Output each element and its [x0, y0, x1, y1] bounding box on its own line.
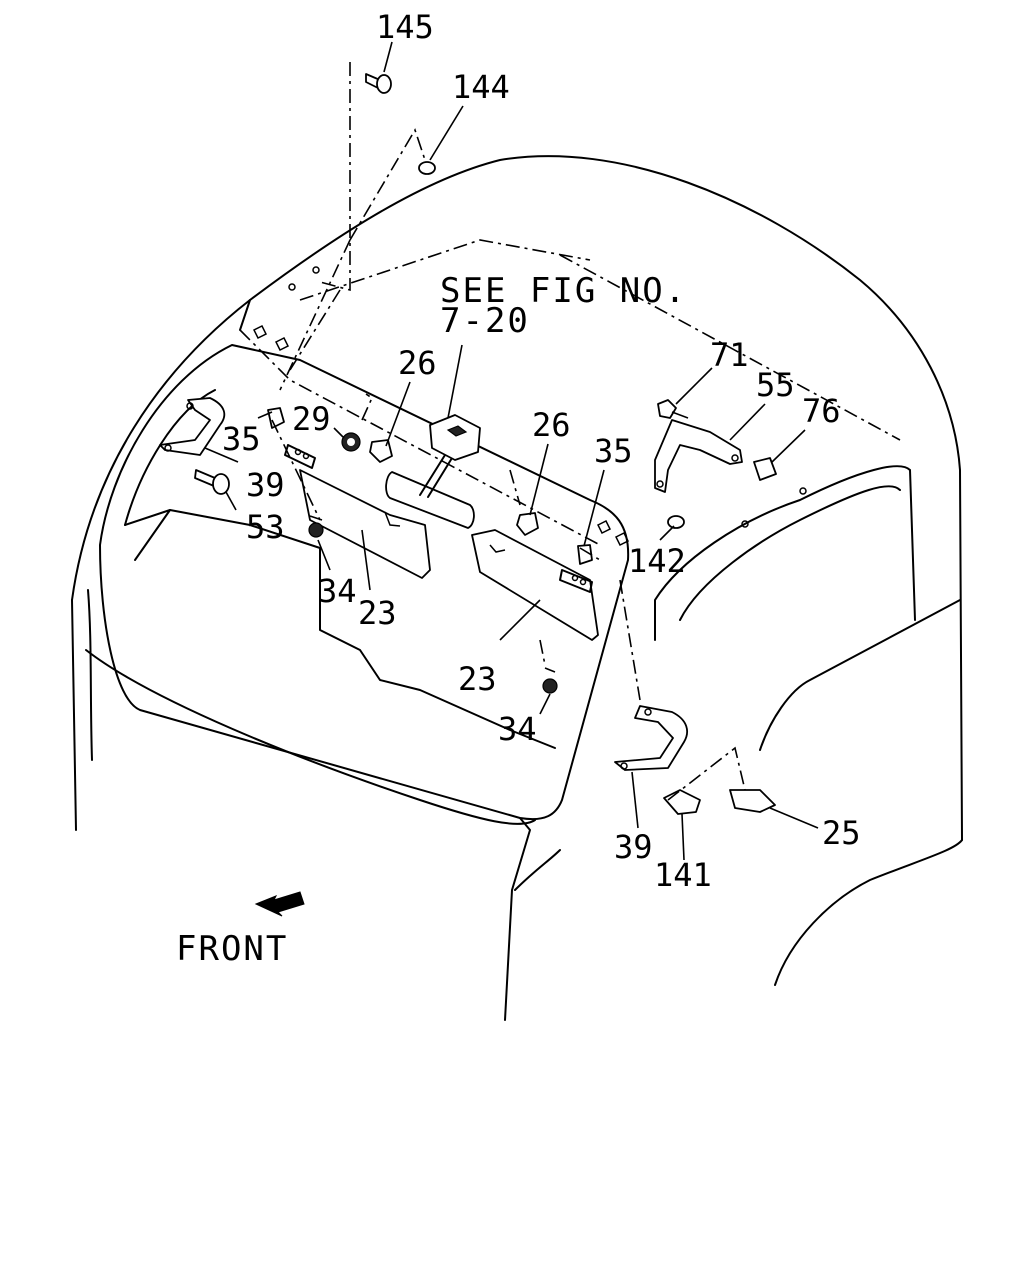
right-assist-grip: [614, 705, 688, 771]
callout-39-right: 39: [614, 828, 653, 866]
callout-34-left: 34: [318, 572, 357, 610]
left-assist-grip: [159, 397, 226, 456]
see-fig-note-line1: SEE FIG NO.: [440, 271, 687, 311]
right-sun-visor: [471, 529, 599, 641]
callout-26-left: 26: [398, 344, 437, 382]
callout-55: 55: [756, 366, 795, 404]
callout-35-right: 35: [594, 432, 633, 470]
left-sun-visor: [284, 444, 431, 579]
leader-lines: [204, 41, 819, 861]
callout-76: 76: [802, 392, 841, 430]
rear-view-mirror: [385, 414, 481, 529]
roof-grip-55: [654, 419, 743, 493]
callout-39-left: 39: [246, 466, 285, 504]
callout-23-right: 23: [458, 660, 497, 698]
callout-145: 145: [376, 8, 434, 46]
callout-34-right: 34: [498, 710, 537, 748]
callout-23-left: 23: [358, 594, 397, 632]
callout-25: 25: [822, 814, 861, 852]
callout-141: 141: [654, 856, 712, 894]
callout-144: 144: [452, 68, 510, 106]
callout-26-right: 26: [532, 406, 571, 444]
assembly-guides: [271, 62, 746, 801]
callout-29: 29: [292, 400, 331, 438]
cab-body-outline: [71, 155, 963, 1021]
callout-35-left: 35: [222, 420, 261, 458]
front-label: FRONT: [176, 929, 288, 969]
callout-53: 53: [246, 508, 285, 546]
see-fig-note-line2: 7-20: [440, 301, 530, 341]
callout-71: 71: [710, 336, 749, 374]
callout-142: 142: [628, 542, 686, 580]
front-arrow-icon: [254, 891, 305, 917]
